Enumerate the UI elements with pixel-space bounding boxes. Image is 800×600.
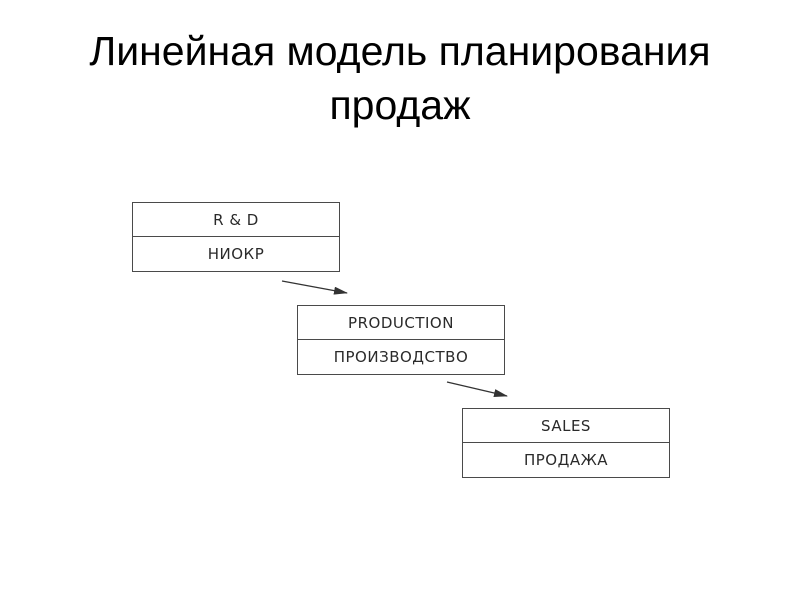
stage-label-russian: ПРОИЗВОДСТВО — [333, 348, 469, 366]
slide-title-line-2: продаж — [329, 82, 471, 128]
slide-title: Линейная модель планирования продаж — [0, 24, 800, 132]
stage-label-english: SALES — [463, 409, 669, 443]
stage-label-english: R & D — [133, 203, 339, 237]
stage-label-russian: ПРОДАЖА — [523, 451, 609, 469]
stage-box-sales: SALES ПРОДАЖА — [462, 408, 670, 478]
stage-label-russian: НИОКР — [207, 245, 265, 263]
stage-box-production: PRODUCTION ПРОИЗВОДСТВО — [297, 305, 505, 375]
stage-box-rnd: R & D НИОКР — [132, 202, 340, 272]
slide-title-line-1: Линейная модель планирования — [89, 28, 711, 74]
arrow-rnd-to-production — [281, 280, 348, 295]
arrow-production-to-sales — [446, 381, 508, 397]
stage-label-english: PRODUCTION — [298, 306, 504, 340]
